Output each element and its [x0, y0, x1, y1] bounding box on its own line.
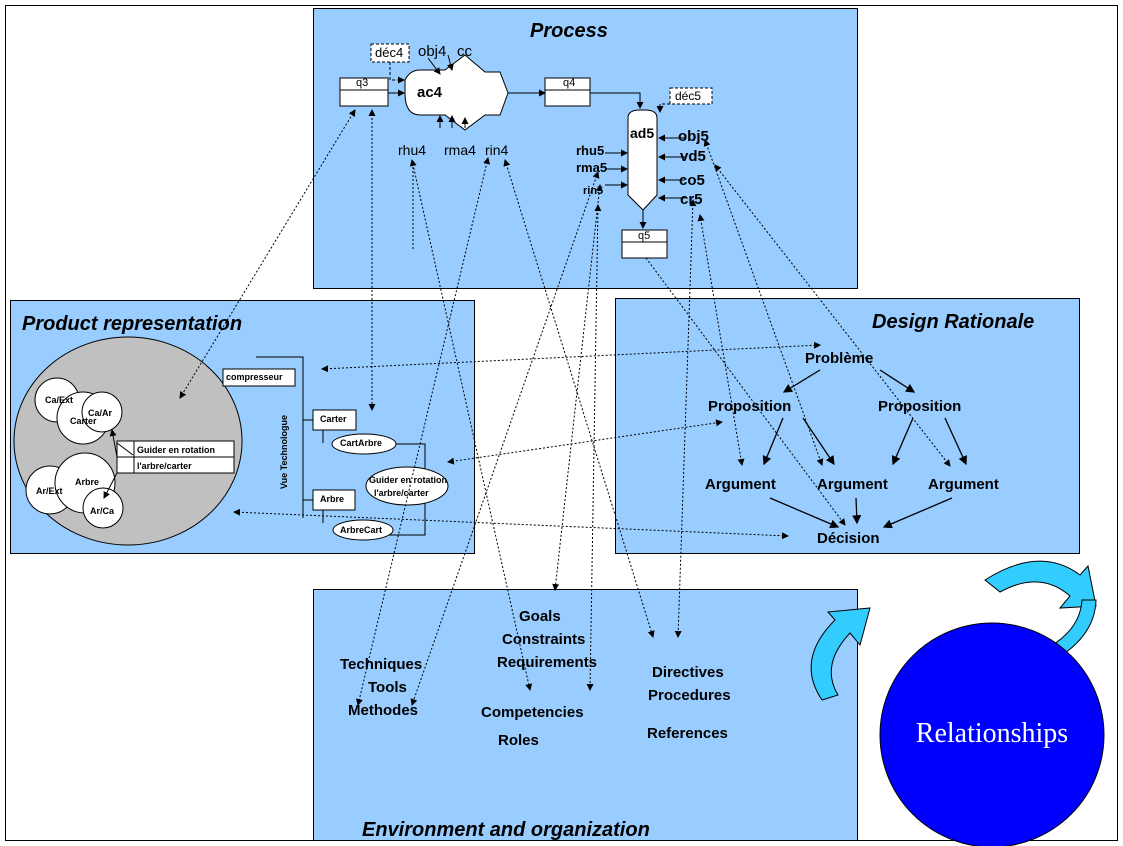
cr5-label: cr5: [680, 191, 703, 208]
arbre-label: Arbre: [75, 477, 100, 487]
obj5-label: obj5: [678, 128, 709, 145]
directives-label: Directives: [652, 664, 724, 681]
rma4-label: rma4: [444, 142, 476, 158]
q3-box: [339, 77, 389, 107]
environment-title: Environment and organization: [362, 819, 650, 841]
cartarbre-label: CartArbre: [340, 438, 383, 448]
rhu4-label: rhu4: [398, 142, 427, 158]
rin4-label: rin4: [485, 142, 509, 158]
dec4-label: déc4: [375, 45, 404, 60]
decision-label: Décision: [817, 530, 880, 547]
roles-label: Roles: [498, 732, 539, 749]
cycle-arrow-right-icon: [984, 560, 1097, 609]
arbrecart-label: ArbreCart: [340, 525, 383, 535]
competencies-label: Competencies: [481, 704, 584, 721]
carter-label: Carter: [70, 416, 97, 426]
references-label: References: [647, 725, 728, 742]
probleme-label: Problème: [805, 350, 874, 367]
co5-label: co5: [679, 172, 705, 189]
tree-guider-label-2: l'arbre/carter: [374, 488, 429, 498]
argument-label-3: Argument: [928, 476, 999, 493]
cycle-arrow-left-icon: [810, 607, 871, 701]
vd5-label: vd5: [680, 148, 706, 165]
rin5-label: rin5: [583, 185, 604, 197]
process-title: Process: [530, 20, 608, 42]
relationships-label: Relationships: [915, 718, 1069, 749]
arext-label: Ar/Ext: [36, 486, 63, 496]
argument-label-2: Argument: [817, 476, 888, 493]
caar-label: Ca/Ar: [88, 408, 113, 418]
guider-label-1: Guider en rotation: [137, 445, 216, 455]
dec5-label: déc5: [675, 89, 702, 103]
arca-label: Ar/Ca: [90, 506, 115, 516]
ad5-label: ad5: [630, 125, 655, 141]
q5-label: q5: [638, 230, 651, 242]
techniques-label: Techniques: [340, 656, 423, 673]
tree-arbre-label: Arbre: [320, 494, 345, 504]
proposition-label-1: Proposition: [708, 398, 792, 415]
q3-label: q3: [356, 77, 369, 89]
constraints-label: Constraints: [502, 631, 586, 648]
dec5-box: [669, 87, 713, 105]
caext-label: Ca/Ext: [45, 395, 74, 405]
cc-label: cc: [457, 43, 472, 60]
rhu5-label: rhu5: [576, 143, 605, 158]
ac4-activity: [404, 54, 509, 131]
tree-carter-label: Carter: [320, 414, 347, 424]
argument-label-1: Argument: [705, 476, 776, 493]
proposition-label-2: Proposition: [878, 398, 962, 415]
rma5-label: rma5: [576, 160, 608, 175]
vue-technologue-label: Vue Technologue: [279, 414, 290, 490]
goals-label: Goals: [519, 608, 561, 625]
requirements-label: Requirements: [497, 654, 598, 671]
obj4-label: obj4: [418, 43, 447, 60]
q4-box: [544, 77, 591, 107]
ac4-label: ac4: [417, 84, 443, 101]
compresseur-label: compresseur: [226, 372, 283, 382]
methodes-label: Methodes: [348, 702, 419, 719]
procedures-label: Procedures: [648, 687, 731, 704]
relationships-sphere: [879, 622, 1105, 846]
guider-label-2: l'arbre/carter: [137, 461, 192, 471]
tree-guider-label-1: Guider en rotation: [369, 475, 448, 485]
tools-label: Tools: [368, 679, 407, 696]
q4-label: q4: [563, 77, 576, 89]
